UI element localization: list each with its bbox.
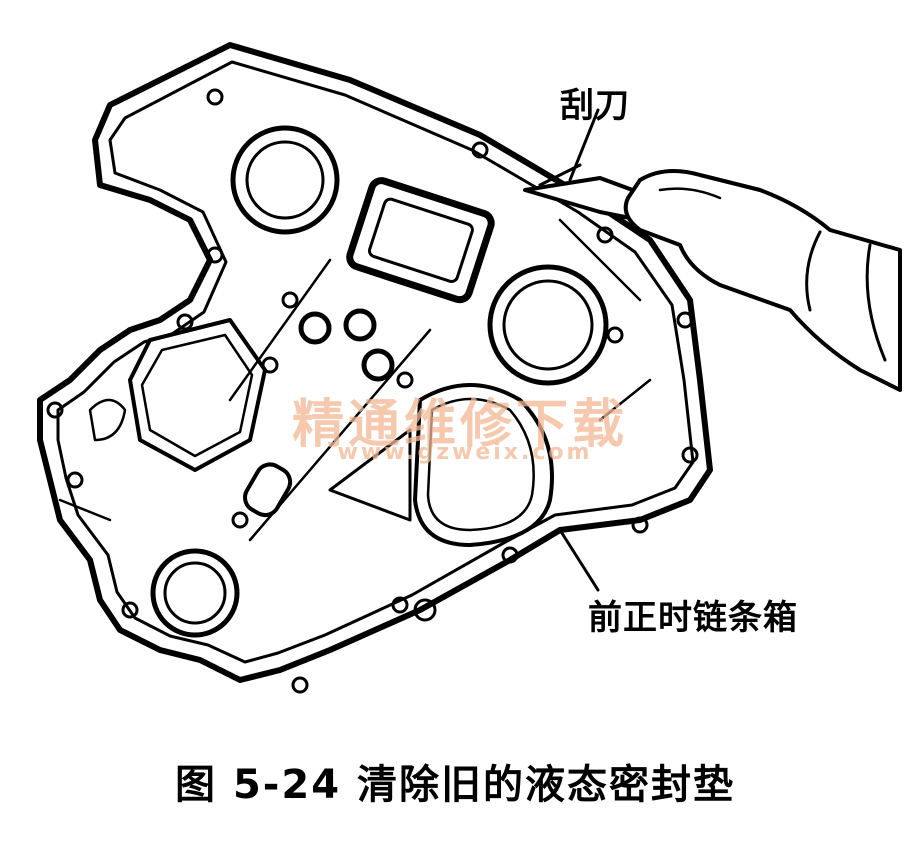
crank-bore <box>150 548 240 638</box>
hand <box>623 169 902 392</box>
watermark-brand: 精通维修下载 <box>291 394 628 455</box>
timing-chain-cover-label: 前正时链条箱 <box>588 598 798 638</box>
right-bore <box>487 264 609 386</box>
gasket-line <box>56 60 695 664</box>
watermark-url: www.gzweix.com <box>337 440 593 465</box>
scraper-leader <box>568 108 600 182</box>
cover-outline <box>37 42 713 683</box>
cover-leader <box>558 528 600 592</box>
figure-caption: 图 5-24 清除旧的液态密封垫 <box>175 762 735 808</box>
scraper-label: 刮刀 <box>560 86 630 126</box>
rect-window <box>346 177 495 304</box>
upper-left-bore <box>230 125 340 235</box>
